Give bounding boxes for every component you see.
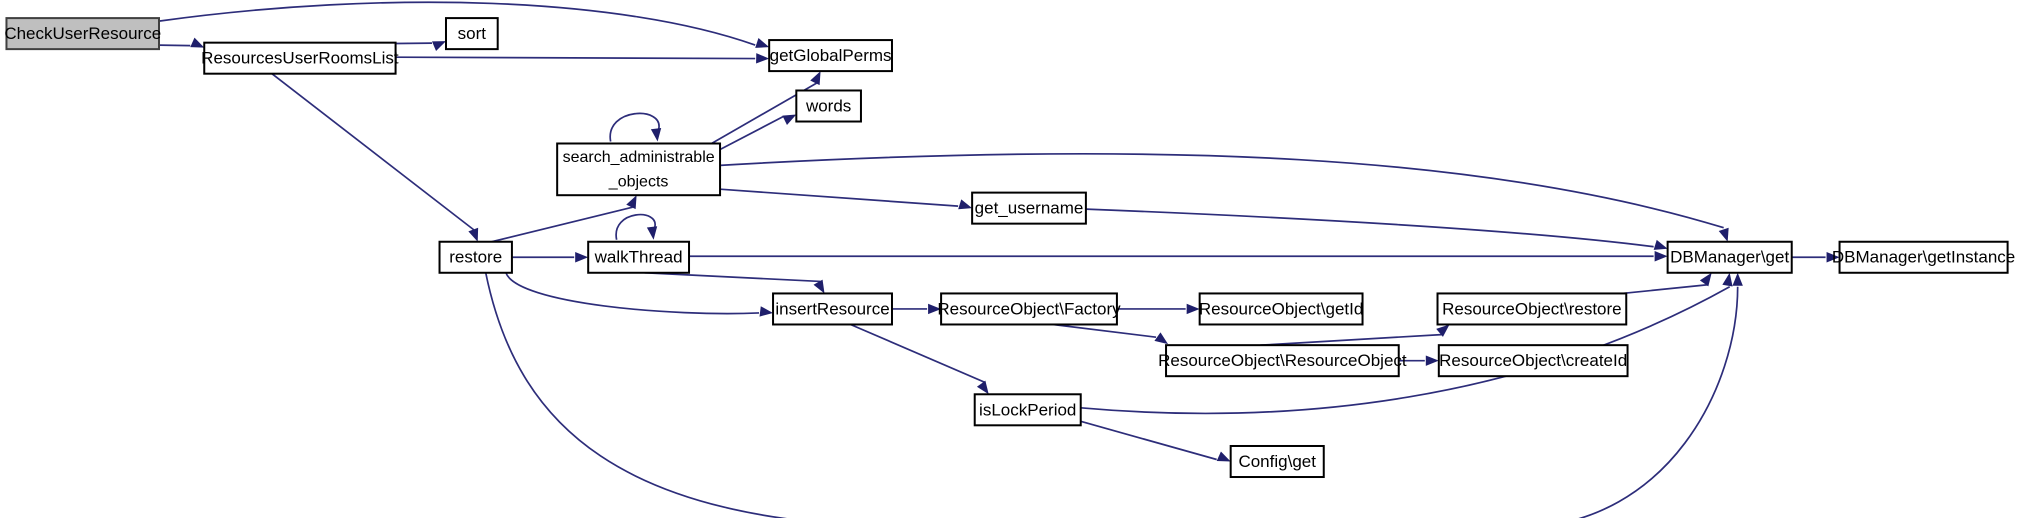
node-box[interactable] [438, 240, 513, 274]
edge-arrowhead [575, 252, 589, 263]
edge-ResourcesUserRoomsList-getGlobalPerms [395, 56, 756, 60]
node-box[interactable] [1165, 344, 1400, 378]
edge-arrowhead [813, 279, 825, 294]
node-resourceobject-resourceobject[interactable]: ResourceObject\ResourceObject [1158, 344, 1407, 378]
edge-restore-insertResource [505, 272, 760, 315]
node-box[interactable] [768, 39, 893, 73]
edge-arrowhead [431, 41, 446, 51]
edge-arrowhead [1436, 324, 1450, 337]
edge-walkThread-insertResource [644, 271, 821, 283]
node-box[interactable] [940, 292, 1118, 326]
edge-get_username-DBManager_get [1085, 208, 1654, 248]
node-sort[interactable]: sort [444, 17, 499, 51]
node-box[interactable] [973, 393, 1082, 427]
edge-CheckUserResource-ResourcesUserRoomsList [158, 44, 191, 47]
edge-arrowhead [626, 195, 637, 210]
edge-arrowhead [782, 114, 797, 125]
edge-arrowhead [958, 199, 973, 210]
node-walkthread[interactable]: walkThread [587, 240, 691, 274]
node-get-username[interactable]: get_username [971, 191, 1087, 225]
node-box[interactable] [587, 240, 691, 274]
node-box[interactable] [772, 292, 893, 326]
edge-search-self-loop [609, 112, 660, 142]
edge-arrowhead [1154, 332, 1169, 345]
edge-arrowhead [1718, 227, 1729, 242]
edge-isLockPeriod-DBManager_get [1080, 286, 1731, 415]
node-getglobalperms[interactable]: getGlobalPerms [768, 39, 893, 73]
node-resourceobject-factory[interactable]: ResourceObject\Factory [937, 292, 1121, 326]
node-words[interactable]: words [795, 89, 862, 123]
edge-arrowhead [1653, 239, 1668, 250]
edge-arrowhead [1722, 272, 1733, 287]
node-checkuserresource[interactable]: CheckUserResource [4, 17, 161, 51]
node-box[interactable] [444, 17, 499, 51]
node-resourceobject-getid[interactable]: ResourceObject\getId [1198, 292, 1364, 326]
node-resourcesuserroomslist[interactable]: ResourcesUserRoomsList [201, 41, 399, 75]
edge-arrowhead [1425, 355, 1439, 366]
edge-Factory-ResourceObject [1052, 323, 1157, 339]
edge-restore-DBManager_get [484, 272, 1739, 518]
node-box[interactable] [971, 191, 1087, 225]
node-restore[interactable]: restore [438, 240, 513, 274]
edge-search-get_username [719, 188, 959, 207]
edge-arrowhead [1732, 272, 1743, 286]
edge-CheckUserResource-getGlobalPerms [158, 1, 756, 46]
node-resourceobject-restore[interactable]: ResourceObject\restore [1436, 292, 1628, 326]
node-config-get[interactable]: Config\get [1229, 444, 1325, 479]
edge-arrowhead [1826, 252, 1840, 263]
node-box[interactable] [1838, 240, 2009, 274]
edge-insertResource-isLockPeriod [850, 323, 986, 384]
edge-arrowhead [1216, 451, 1231, 462]
edge-arrowhead [1186, 303, 1200, 315]
node-box[interactable] [556, 142, 722, 197]
edge-arrowhead [1654, 251, 1668, 262]
node-box[interactable] [1198, 292, 1364, 326]
node-box[interactable] [795, 89, 862, 123]
node-dbmanager-getinstance[interactable]: DBManager\getInstance [1832, 240, 2015, 274]
edge-ResourceObject-restore [1260, 333, 1444, 347]
edge-arrowhead [810, 71, 821, 86]
edge-arrowhead [976, 380, 989, 395]
edges-layer [158, 1, 1840, 518]
node-resourceobject-createid[interactable]: ResourceObject\createId [1437, 344, 1629, 378]
node-search-administrable-objects[interactable]: search_administrable_objects [556, 142, 722, 197]
edge-ResourcesUserRoomsList-restore [271, 73, 475, 231]
edge-arrowhead [650, 127, 662, 142]
node-islockperiod[interactable]: isLockPeriod [973, 393, 1082, 427]
edge-isLockPeriod-Config_get [1080, 420, 1217, 461]
edge-arrowhead [756, 53, 770, 64]
edge-arrowhead [928, 303, 942, 315]
edge-search-words [719, 115, 784, 151]
node-box[interactable] [1666, 240, 1793, 274]
edge-walkThread-self-loop [615, 213, 656, 240]
node-box[interactable] [203, 41, 397, 75]
node-insertresource[interactable]: insertResource [772, 292, 893, 326]
edge-arrowhead [646, 226, 658, 240]
edge-arrowhead [190, 37, 205, 48]
node-dbmanager-get[interactable]: DBManager\get [1666, 240, 1793, 274]
node-box[interactable] [1436, 292, 1628, 326]
node-box[interactable] [1229, 444, 1325, 479]
edge-ResourceObject_restore-DBManager_get [1622, 283, 1708, 295]
edge-arrowhead [468, 227, 479, 242]
node-box[interactable] [1437, 344, 1629, 378]
edge-arrowhead [1699, 272, 1712, 287]
edge-arrowhead [755, 38, 770, 48]
edge-search-DBManager_get [720, 152, 1724, 229]
node-box[interactable] [5, 17, 161, 51]
edge-arrowhead [759, 306, 774, 317]
edge-restore-search [491, 206, 633, 243]
